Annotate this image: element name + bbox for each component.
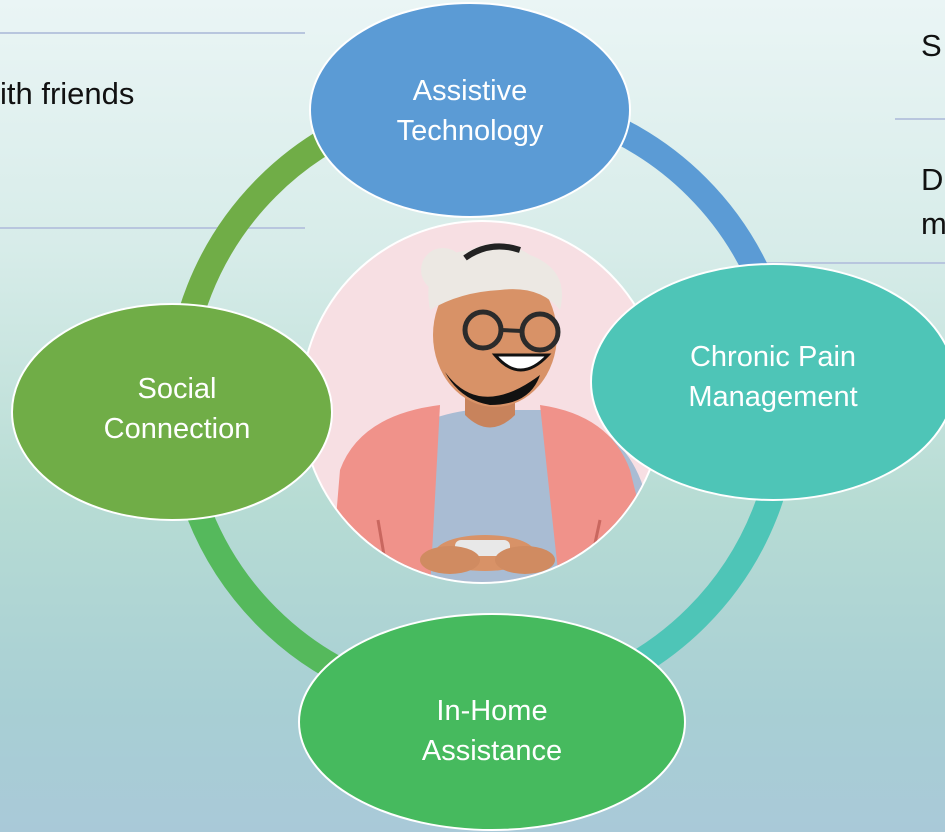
right-divider-2 [765,262,945,264]
left-bullet-text: ith friends [0,76,135,111]
node-right-line-2: Management [688,381,857,413]
node-top-line-2: Technology [397,115,544,147]
node-left-line-2: Connection [104,413,251,445]
left-bottom-divider [0,227,305,229]
node-top-line-1: Assistive [413,75,527,107]
node-in-home-assistance: In-Home Assistance [298,613,686,831]
node-left-line-1: Social [138,373,217,405]
node-bottom-line-2: Assistance [422,735,562,767]
node-assistive-technology: Assistive Technology [309,2,631,218]
right-divider-1 [895,118,945,120]
left-top-divider [0,32,305,34]
node-social-connection: Social Connection [11,303,333,521]
right-bullet-text-1: S [921,28,942,63]
node-right-line-1: Chronic Pain [690,341,856,373]
node-chronic-pain-management: Chronic Pain Management [590,263,945,501]
node-bottom-line-1: In-Home [436,695,547,727]
right-bullet-text-2b: m [921,206,945,241]
center-illustration [300,220,664,584]
right-bullet-text-2a: D [921,162,944,197]
